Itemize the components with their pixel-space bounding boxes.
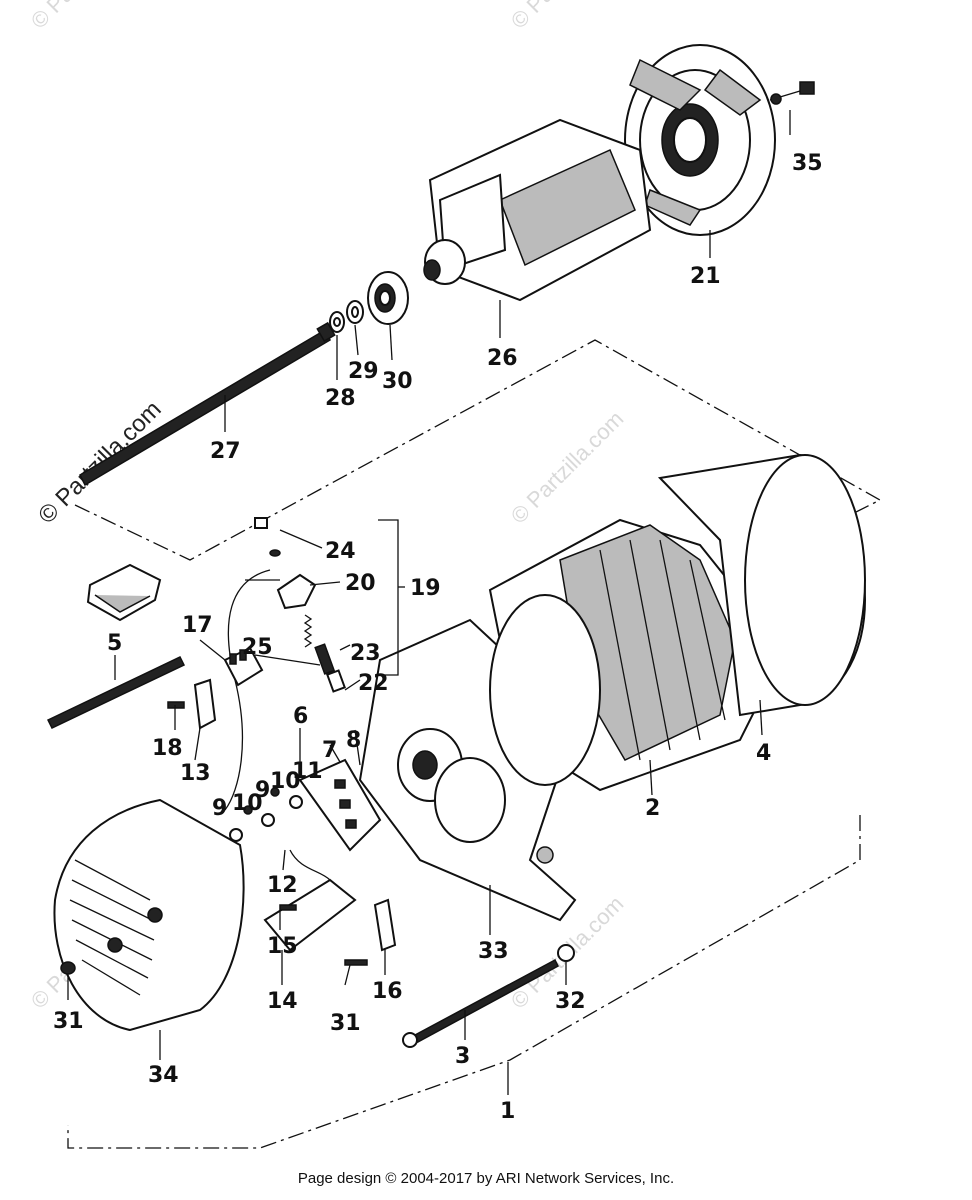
callout-13: 13 [180, 761, 211, 786]
callout-7: 7 [322, 738, 337, 763]
watermark: © Partzilla.com [26, 0, 149, 34]
part-rotor-26 [423, 118, 652, 302]
callouts: 35 21 26 28 29 30 27 24 20 19 5 17 25 23… [53, 151, 823, 1124]
part-bearing-30 [367, 271, 409, 325]
callout-23: 23 [350, 641, 381, 666]
part-strap-5 [46, 656, 186, 729]
callout-10: 10 [232, 791, 263, 816]
callout-25: 25 [242, 635, 273, 660]
callout-33: 33 [478, 939, 509, 964]
leaders [114, 110, 791, 1095]
part-cover-4 [657, 453, 867, 717]
part-bolt-3 [402, 944, 575, 1048]
part-clip-13 [167, 678, 217, 730]
callout-27: 27 [210, 439, 241, 464]
callout-11: 11 [292, 759, 323, 784]
part-washer-28 [329, 311, 345, 333]
watermark: © Partzilla.com [506, 406, 629, 529]
callout-34: 34 [148, 1063, 179, 1088]
callout-21: 21 [690, 264, 721, 289]
callout-19: 19 [410, 576, 441, 601]
callout-32: 32 [555, 989, 586, 1014]
part-brush-holder-20 [245, 573, 317, 610]
part-clamp-16 [344, 898, 397, 966]
callout-1: 1 [500, 1099, 515, 1124]
callout-24: 24 [325, 539, 356, 564]
part-fan-21 [624, 44, 776, 236]
callout-16: 16 [372, 979, 403, 1004]
callout-17: 17 [182, 613, 213, 638]
part-screw-31 [60, 961, 76, 1000]
callout-15: 15 [267, 934, 298, 959]
group-outline [67, 339, 882, 1149]
callout-22: 22 [358, 671, 389, 696]
callout-9b: 9 [255, 778, 270, 803]
callout-30: 30 [382, 369, 413, 394]
part-terminal-board-6 [229, 758, 382, 852]
callout-20: 20 [345, 571, 376, 596]
callout-18: 18 [152, 736, 183, 761]
part-screw-24 [254, 517, 281, 557]
callout-9: 9 [212, 796, 227, 821]
part-stator-2 [488, 518, 772, 792]
footer-credit: Page design © 2004-2017 by ARI Network S… [297, 1170, 675, 1187]
part-through-bolt-27 [79, 321, 336, 487]
part-spring-23 [303, 614, 346, 693]
callout-14: 14 [267, 989, 298, 1014]
part-washer-29 [346, 300, 364, 324]
callout-2: 2 [645, 796, 660, 821]
callout-26: 26 [487, 346, 518, 371]
callout-35: 35 [792, 151, 823, 176]
callout-31a: 31 [53, 1009, 84, 1034]
callout-3: 3 [455, 1044, 470, 1069]
part-cap-5 [86, 563, 162, 622]
watermark: © Partzilla.com [506, 0, 629, 34]
callout-31b: 31 [330, 1011, 361, 1036]
callout-5: 5 [107, 631, 122, 656]
part-rectifier-14 [263, 849, 357, 952]
callout-29: 29 [348, 359, 379, 384]
part-end-cover-34 [53, 798, 245, 1032]
callout-12: 12 [267, 873, 298, 898]
part-wire-25 [224, 569, 271, 811]
part-bolt-35 [769, 81, 815, 105]
callout-28: 28 [325, 386, 356, 411]
callout-6: 6 [293, 704, 308, 729]
part-diode-17 [223, 646, 264, 687]
callout-8: 8 [346, 728, 361, 753]
callout-4: 4 [756, 741, 771, 766]
callout-10b: 10 [270, 769, 301, 794]
